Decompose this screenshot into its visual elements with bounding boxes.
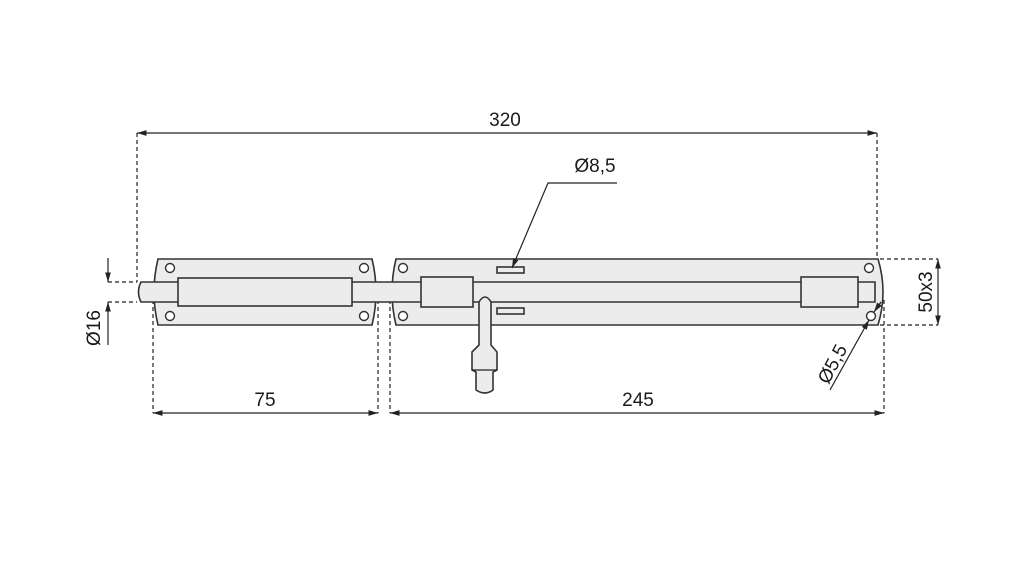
screw-hole [358, 262, 370, 274]
screw-hole [865, 310, 877, 322]
screw-hole [358, 310, 370, 322]
right-plate-length-label: 245 [622, 390, 654, 411]
keeper-block [177, 277, 353, 307]
guide-block [420, 276, 474, 308]
screw-hole [397, 310, 409, 322]
plate-section-label: 50x3 [916, 271, 937, 312]
overall-length-label: 320 [489, 110, 521, 131]
bolt-rod [137, 276, 876, 308]
slot [496, 307, 525, 315]
extension-lines [108, 133, 938, 413]
hole-diameter-label: Ø5,5 [814, 341, 852, 387]
bolt-diameter-label: Ø16 [84, 310, 105, 346]
screw-hole [164, 262, 176, 274]
bolt-handle [471, 296, 498, 394]
handle-diameter-label: Ø8,5 [574, 156, 615, 177]
screw-hole [863, 262, 875, 274]
left-plate-length-label: 75 [254, 390, 275, 411]
screw-hole [164, 310, 176, 322]
slot [496, 266, 525, 274]
guide-block [800, 276, 859, 308]
screw-hole [397, 262, 409, 274]
